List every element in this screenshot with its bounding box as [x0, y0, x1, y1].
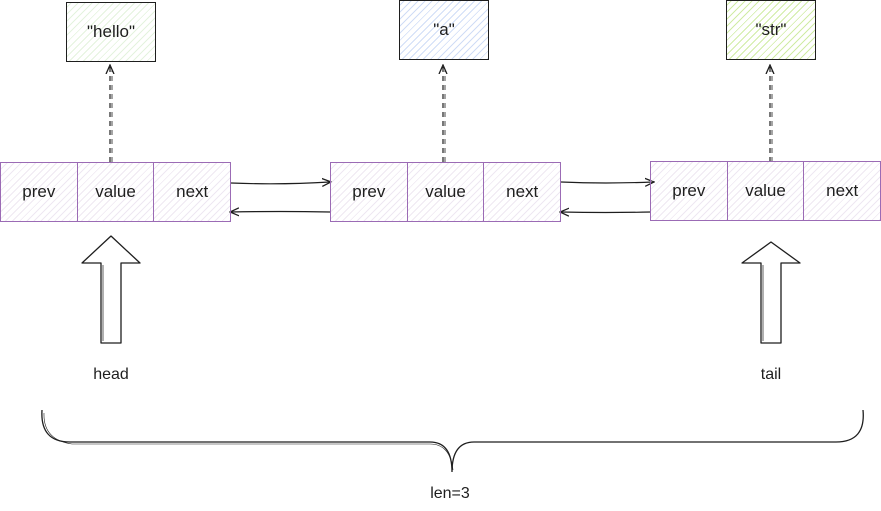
node-2-value-cell: value	[407, 163, 485, 221]
list-node-3: prev value next	[650, 161, 881, 221]
next-arrow-2-3	[560, 182, 653, 183]
list-node-2: prev value next	[330, 162, 561, 222]
value-box-a: "a"	[399, 0, 489, 60]
node-3-next-cell: next	[804, 162, 881, 220]
node-3-value-cell: value	[727, 162, 805, 220]
node-2-prev-cell: prev	[331, 163, 408, 221]
tail-label: tail	[760, 366, 782, 383]
length-brace	[41, 409, 864, 473]
node-1-value-cell: value	[77, 163, 155, 221]
node-1-next-cell: next	[154, 163, 231, 221]
head-arrow	[81, 235, 141, 344]
prev-arrow-2-1	[231, 212, 331, 213]
node-1-prev-cell: prev	[1, 163, 78, 221]
node-2-next-cell: next	[484, 163, 561, 221]
value-box-str: "str"	[726, 0, 816, 60]
head-label: head	[93, 366, 129, 383]
node-3-prev-cell: prev	[651, 162, 728, 220]
tail-arrow	[741, 241, 801, 344]
prev-arrow-3-2	[561, 212, 652, 213]
next-arrow-1-2	[230, 182, 330, 184]
length-brace-sketch	[43, 412, 454, 471]
length-label: len=3	[430, 485, 470, 502]
value-box-hello: "hello"	[66, 2, 156, 62]
list-node-1: prev value next	[0, 162, 231, 222]
